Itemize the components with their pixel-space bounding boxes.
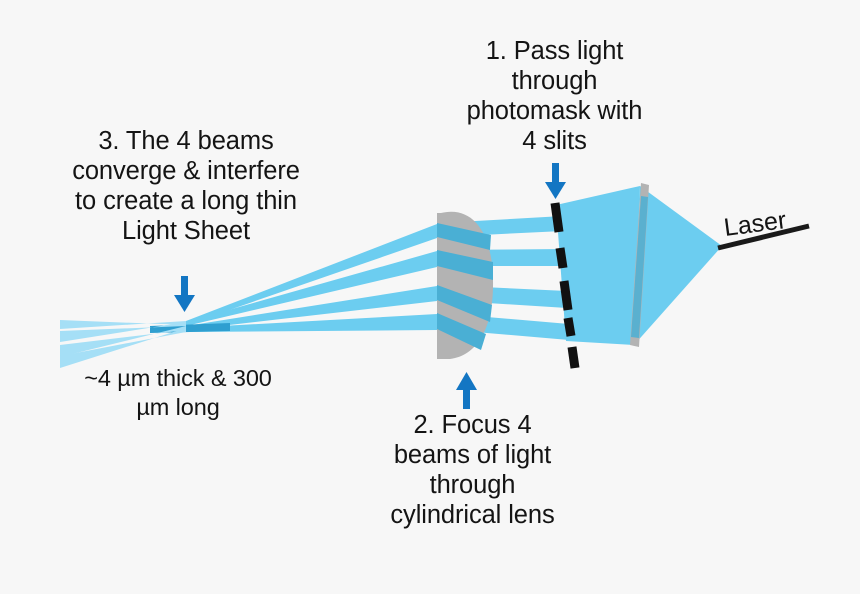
laser-expanding-cone	[556, 186, 722, 345]
arrow2-head	[456, 372, 477, 390]
arrow1-head	[545, 182, 566, 199]
arrow3-head	[174, 295, 195, 312]
step-1-caption: 1. Pass light through photomask with 4 s…	[466, 37, 643, 155]
collimating-lens-illuminated	[631, 196, 648, 338]
arrow1-shaft	[552, 163, 559, 184]
beam-4-diverging	[60, 328, 186, 368]
beam-4-converging	[186, 314, 437, 332]
cone-right-of-lens	[634, 186, 722, 345]
beam-1-diverging	[60, 320, 186, 329]
beam-2-diverging	[60, 322, 186, 342]
photomask-dash-3	[559, 280, 573, 311]
arrow2-shaft	[463, 388, 470, 409]
beam-1-converging	[186, 224, 437, 325]
lens-overlap-1	[437, 223, 491, 250]
lens-overlap-2	[437, 250, 493, 280]
cylindrical-lens	[437, 211, 494, 359]
lens-overlap-4	[437, 313, 486, 350]
arrow3-shaft	[181, 276, 188, 297]
beams-converging	[186, 224, 437, 332]
beams-diverging	[60, 320, 186, 368]
photomask-with-4-slits	[550, 202, 580, 369]
beam-2-converging	[186, 251, 437, 326]
photomask-dash-4	[563, 317, 576, 337]
lens-overlap-3	[437, 285, 492, 322]
photomask-dash-5	[567, 346, 580, 369]
step-3-caption: 3. The 4 beams converge & interfere to c…	[72, 127, 300, 245]
laser-source	[717, 223, 810, 251]
collimating-lens	[630, 183, 649, 347]
cone-lens-to-mask	[556, 186, 640, 345]
arrow-down-to-photomask	[545, 163, 566, 199]
arrow-down-to-light-sheet	[174, 276, 195, 312]
photomask-dash-1	[550, 202, 564, 233]
beam-3-diverging	[60, 326, 186, 357]
beam-3-converging	[186, 286, 437, 330]
light-sheet-dimensions-label: ~4 µm thick & 300 µm long	[84, 365, 272, 420]
cylindrical-lens-beam-overlap	[437, 223, 493, 350]
arrow-up-to-cylindrical-lens	[456, 372, 477, 409]
step-2-caption: 2. Focus 4 beams of light through cylind…	[390, 411, 555, 529]
laser-source-line	[717, 223, 810, 251]
annotation-arrows	[174, 163, 566, 409]
photomask-dash-2	[555, 247, 568, 269]
